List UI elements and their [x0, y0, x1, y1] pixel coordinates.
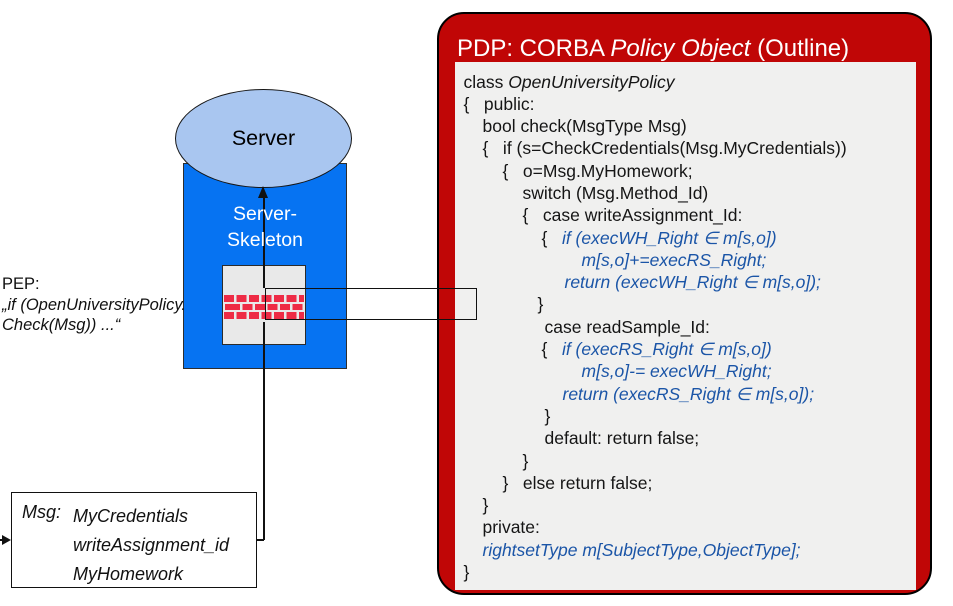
code-segment: { if (s=CheckCredentials(Msg.MyCredentia…: [482, 138, 847, 159]
code-segment: default: return false;: [544, 428, 700, 449]
code-segment: { o=Msg.MyHomework;: [502, 160, 693, 181]
code-line: { if (execWH_Right ∈ m[s,o]): [464, 227, 917, 249]
code-line: switch (Msg.Method_Id): [464, 182, 917, 204]
code-line: private:: [464, 516, 917, 538]
msg-box-item: MyCredentials: [73, 506, 189, 526]
code-segment: }: [522, 450, 529, 471]
arrow-up-line-upper: [263, 196, 265, 288]
pep-annotation-line1: PEP:: [2, 275, 40, 293]
code-segment: }: [482, 495, 489, 516]
code-line: default: return false;: [464, 427, 917, 449]
code-segment: bool check(MsgType Msg): [482, 116, 687, 137]
server-skeleton-label-line2: Skeleton: [227, 229, 303, 251]
code-line: }: [464, 293, 917, 315]
code-segment-policy-logic: m[s,o]+=execRS_Right;: [581, 249, 767, 270]
arrow-up-line-lower: [263, 321, 265, 540]
code-segment: }: [463, 562, 470, 583]
pep-annotation-line2: „if (OpenUniversityPolicy.: [2, 295, 186, 314]
code-line: { o=Msg.MyHomework;: [464, 160, 917, 182]
code-segment: case readSample_Id:: [544, 316, 710, 337]
code-segment: }: [544, 405, 551, 426]
code-segment-policy-logic: return (execWH_Right ∈ m[s,o]);: [564, 272, 821, 293]
code-line: { if (s=CheckCredentials(Msg.MyCredentia…: [464, 137, 917, 159]
server-skeleton-label: Server- Skeleton: [183, 201, 347, 253]
incoming-msg-arrow-head: [2, 534, 11, 545]
code-line: bool check(MsgType Msg): [464, 115, 917, 137]
code-segment-policy-logic: rightsetType m[SubjectType,ObjectType];: [482, 539, 801, 560]
msg-box-label: Msg:: [22, 502, 62, 522]
server-ellipse: Server: [175, 89, 352, 188]
code-segment: class: [463, 71, 509, 92]
code-line: }: [464, 561, 917, 583]
code-line: }: [464, 494, 917, 516]
firewall-bricks-row: [224, 303, 304, 311]
arrow-up-head: [258, 186, 269, 198]
code-line: }: [464, 450, 917, 472]
server-skeleton-label-line1: Server-: [233, 203, 297, 225]
msg-box-connector-line: [256, 539, 264, 541]
code-segment-policy-logic: return (execRS_Right ∈ m[s,o]);: [562, 383, 815, 404]
pep-annotation: PEP: „if (OpenUniversityPolicy. Check(Ms…: [2, 274, 186, 336]
code-block: class OpenUniversityPolicy{ public:bool …: [455, 62, 916, 584]
code-segment: {: [541, 227, 562, 248]
pep-to-pdp-link-rect: [265, 288, 477, 320]
pdp-title-italic: Policy Object: [610, 35, 751, 62]
firewall-bricks-row: [224, 312, 304, 319]
pdp-title-suffix: (Outline): [750, 35, 850, 62]
code-line: } else return false;: [464, 472, 917, 494]
msg-box-item: writeAssignment_id: [73, 535, 230, 555]
code-segment: } else return false;: [502, 472, 653, 493]
pdp-panel-title: PDP: CORBA Policy Object (Outline): [457, 35, 849, 63]
pdp-panel: PDP: CORBA Policy Object (Outline) class…: [437, 12, 932, 595]
code-segment: }: [537, 294, 544, 315]
code-line: rightsetType m[SubjectType,ObjectType];: [464, 539, 917, 561]
code-line: return (execRS_Right ∈ m[s,o]);: [464, 383, 917, 405]
code-line: { public:: [464, 93, 917, 115]
server-label: Server: [231, 126, 296, 150]
pep-annotation-line3: Check(Msg)) ...“: [2, 316, 121, 335]
code-line: { if (execRS_Right ∈ m[s,o]): [464, 338, 917, 360]
pdp-title-prefix: PDP: CORBA: [457, 35, 611, 62]
code-segment: private:: [482, 517, 540, 538]
code-line: m[s,o]-= execWH_Right;: [464, 360, 917, 382]
code-line: }: [464, 405, 917, 427]
policy-code-panel: class OpenUniversityPolicy{ public:bool …: [455, 61, 916, 590]
code-segment: { public:: [463, 93, 535, 114]
code-line: { case writeAssignment_Id:: [464, 204, 917, 226]
code-line: case readSample_Id:: [464, 316, 917, 338]
code-segment-policy-logic: if (execRS_Right ∈ m[s,o]): [561, 339, 772, 360]
code-segment: {: [541, 339, 562, 360]
code-segment-policy-logic: if (execWH_Right ∈ m[s,o]): [561, 227, 777, 248]
code-segment: OpenUniversityPolicy: [508, 71, 675, 92]
code-segment: { case writeAssignment_Id:: [522, 205, 743, 226]
firewall-bricks-row: [224, 295, 304, 302]
code-line: m[s,o]+=execRS_Right;: [464, 249, 917, 271]
code-line: class OpenUniversityPolicy: [464, 71, 917, 93]
code-line: return (execWH_Right ∈ m[s,o]);: [464, 271, 917, 293]
msg-box-item: MyHomework: [73, 564, 184, 584]
code-segment-policy-logic: m[s,o]-= execWH_Right;: [581, 361, 772, 382]
code-segment: switch (Msg.Method_Id): [522, 182, 709, 203]
